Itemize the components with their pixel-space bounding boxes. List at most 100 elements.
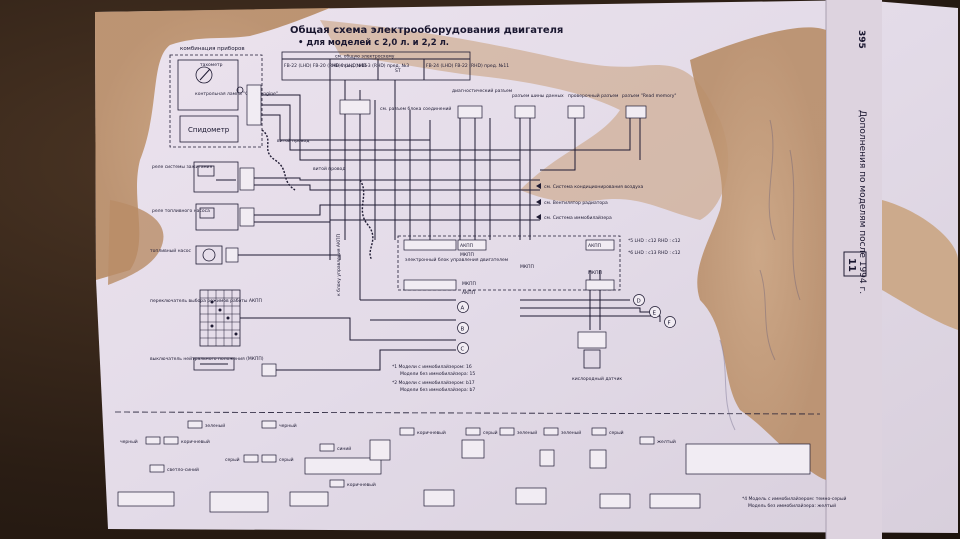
label-tachometer: тахометр <box>200 63 223 68</box>
svg-text:серый: серый <box>609 429 624 436</box>
label-speedometer: Спидометр <box>188 126 230 134</box>
connector-face-large <box>685 443 811 475</box>
legend-item: серый <box>591 427 624 436</box>
page-number: 395 <box>856 30 866 49</box>
svg-text:коричневый: коричневый <box>181 438 210 445</box>
legend-item: зеленый <box>543 427 581 436</box>
legend-item: коричневый <box>399 427 446 436</box>
data-bus-connector <box>514 105 536 119</box>
label-engine-ecu: электронный блок управления двигателем <box>405 256 508 263</box>
label-check-engine: контрольная лампа "Check engine" <box>195 91 278 97</box>
svg-text:синий: синий <box>337 445 351 452</box>
section-badge <box>843 251 867 277</box>
svg-text:черный: черный <box>279 422 297 429</box>
label-instrument-cluster: комбинация приборов <box>180 46 245 52</box>
connector-face <box>515 487 547 505</box>
terminal-c: C <box>457 342 469 354</box>
footnote-2: *2 Модели с иммобилайзером: b17 <box>392 379 475 386</box>
spine-title: Дополнения по моделям после 1994 г. <box>857 110 867 294</box>
fuel-pump-motor-icon <box>202 248 216 262</box>
svg-text:черный: черный <box>120 438 138 445</box>
label-ignition-relay: реле системы зажигания <box>152 165 212 170</box>
svg-text:желтый: желтый <box>657 438 676 445</box>
note-6: *6 LHD : c13 RHD : c12 <box>628 250 681 256</box>
label-diagnostic-connector: диагностический разъем <box>452 87 512 94</box>
header-box-label: см. общую электросхему <box>335 54 395 60</box>
read-memory-connector <box>625 105 647 119</box>
svg-text:серый: серый <box>225 456 240 463</box>
at-mode-switch: переключатель выбора режимов работы АКПП <box>150 289 262 347</box>
neutral-position-switch: выключатель нейтрального положения (МКПП… <box>150 355 277 377</box>
fuel-pump: топливный насос <box>150 245 239 265</box>
water-stain-left <box>95 8 330 280</box>
svg-text:зеленый: зеленый <box>205 422 225 429</box>
connector-face <box>304 457 382 475</box>
legend-item: серый <box>465 427 498 436</box>
label-ecu-akpp-low: АКПП <box>462 290 475 296</box>
top-connectors: диагностический разъем разъем шины данны… <box>452 87 676 119</box>
connector-face <box>117 491 175 507</box>
terminal-a: A <box>457 301 469 313</box>
connector-block-icon <box>339 99 371 115</box>
label-read-memory-connector: разъем "Read memory" <box>622 93 676 99</box>
section-number: 11 <box>846 258 857 272</box>
show-through-handwriting <box>719 119 801 431</box>
title-main: Общая схема электрооборудования двигател… <box>290 24 563 36</box>
connector-face <box>649 493 701 509</box>
svg-text:F: F <box>668 321 671 327</box>
connector-face <box>589 449 607 469</box>
diagnostic-connector <box>457 105 483 119</box>
connector-face <box>423 489 455 507</box>
label-ecu-mkpp-low: МКПП <box>462 281 476 287</box>
svg-text:зеленый: зеленый <box>561 429 581 436</box>
terminal-f: F <box>664 316 676 328</box>
label-oxygen-sensor: кислородный датчик <box>572 375 622 382</box>
cluster-connector <box>246 84 262 126</box>
legend-item: серый <box>225 454 259 463</box>
header-cell-2: MB-6 (LHD) MB-3 (RHD) пред. №3 <box>332 63 409 69</box>
svg-text:D: D <box>637 299 641 305</box>
header-cell-4: ST <box>395 68 401 74</box>
legend-item: черный <box>261 420 297 429</box>
header-cell-3: FB-24 (LHD) FB-22 (RHD) пред. №11 <box>426 63 509 69</box>
engine-ecu: электронный блок управления двигателем А… <box>397 235 621 296</box>
svg-text:C: C <box>461 347 465 353</box>
connector-face <box>209 491 269 513</box>
oxygen-sensor: кислородный датчик <box>572 331 622 382</box>
legend-item: светло-синий <box>149 464 199 473</box>
wiring-network <box>238 80 661 371</box>
legend-item: желтый <box>639 436 676 445</box>
system-references: см. Система кондиционирования воздуха см… <box>536 183 644 221</box>
header-reference-box: см. общую электросхему FB-22 (LHD) FB-20… <box>281 51 509 81</box>
connector-face <box>539 449 555 467</box>
legend-note-1: *4 Модель с иммобилайзером: темно-серый <box>742 495 847 502</box>
label-ecu-akpp-right: АКПП <box>588 243 601 249</box>
label-twisted-wire-1: витой провод <box>277 137 309 144</box>
header-cell-1: FB-22 (LHD) FB-20 (RHD) пред. №15 <box>284 63 367 69</box>
svg-text:коричневый: коричневый <box>347 481 376 488</box>
svg-text:A: A <box>461 306 465 312</box>
see-radiator-fan: см. Вентилятор радиатора <box>544 200 608 206</box>
label-at-mode-switch: переключатель выбора режимов работы АКПП <box>150 298 262 304</box>
svg-text:зеленый: зеленый <box>517 429 537 436</box>
connector-face <box>289 491 329 507</box>
label-to-at-ecu: к блоку управления АКПП <box>336 234 342 296</box>
connector-face <box>369 439 391 461</box>
water-stain-top <box>320 20 729 220</box>
legend-note-2: Модель без иммобилайзера: желтый <box>748 502 836 509</box>
fuel-pump-relay: реле топливного насоса <box>152 203 255 231</box>
check-engine-lamp-icon <box>236 86 244 94</box>
connector-face <box>461 439 485 459</box>
legend-item: синий <box>319 443 351 452</box>
terminal-b: B <box>457 322 469 334</box>
water-stain-far-right <box>882 200 958 330</box>
label-ecu-mkpp-mid: МКПП <box>520 264 534 270</box>
label-fuel-pump: топливный насос <box>150 247 192 254</box>
svg-text:коричневый: коричневый <box>417 429 446 436</box>
instrument-cluster: комбинация приборов тахометр контрольная… <box>169 46 278 148</box>
label-neutral-switch: выключатель нейтрального положения (МКПП… <box>150 355 264 362</box>
label-ecu-mkpp-right: МКПП <box>588 270 602 276</box>
svg-text:серый: серый <box>483 429 498 436</box>
see-air-conditioning: см. Система кондиционирования воздуха <box>544 184 644 190</box>
